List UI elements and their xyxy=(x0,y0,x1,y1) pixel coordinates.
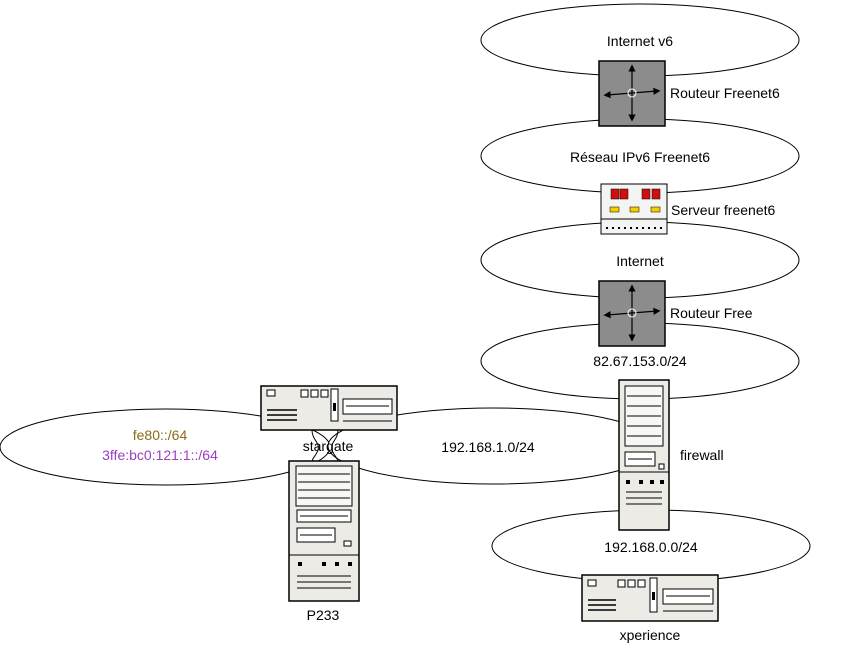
stargate-desktop-icon xyxy=(260,385,398,431)
label-ipv6-prefix: 3ffe:bc0:121:1::/64 xyxy=(102,447,218,463)
label-lan0: 192.168.0.0/24 xyxy=(604,539,698,555)
label-p233: P233 xyxy=(307,607,340,623)
xperience-desktop-icon xyxy=(581,574,719,622)
label-internet: Internet xyxy=(616,253,664,269)
label-xperience: xperience xyxy=(620,627,681,643)
router-freenet6-icon xyxy=(598,60,666,127)
firewall-tower-icon xyxy=(618,379,670,531)
label-firewall: firewall xyxy=(680,447,724,463)
label-linklocal: fe80::/64 xyxy=(133,427,188,443)
label-free-net: 82.67.153.0/24 xyxy=(593,353,687,369)
cable-stargate-p233-2 xyxy=(331,429,339,463)
label-lan1: 192.168.1.0/24 xyxy=(441,439,535,455)
label-freenet6-net: Réseau IPv6 Freenet6 xyxy=(570,149,710,165)
label-internet-v6: Internet v6 xyxy=(607,33,673,49)
cable-stargate-p233 xyxy=(311,429,319,463)
label-router-free: Routeur Free xyxy=(670,305,753,321)
label-server-freenet6: Serveur freenet6 xyxy=(671,202,775,218)
p233-tower-icon xyxy=(288,460,360,602)
label-stargate: stargate xyxy=(303,438,354,454)
label-router-freenet6: Routeur Freenet6 xyxy=(670,85,780,101)
router-free-icon xyxy=(598,280,666,347)
server-freenet6-icon xyxy=(600,183,668,235)
